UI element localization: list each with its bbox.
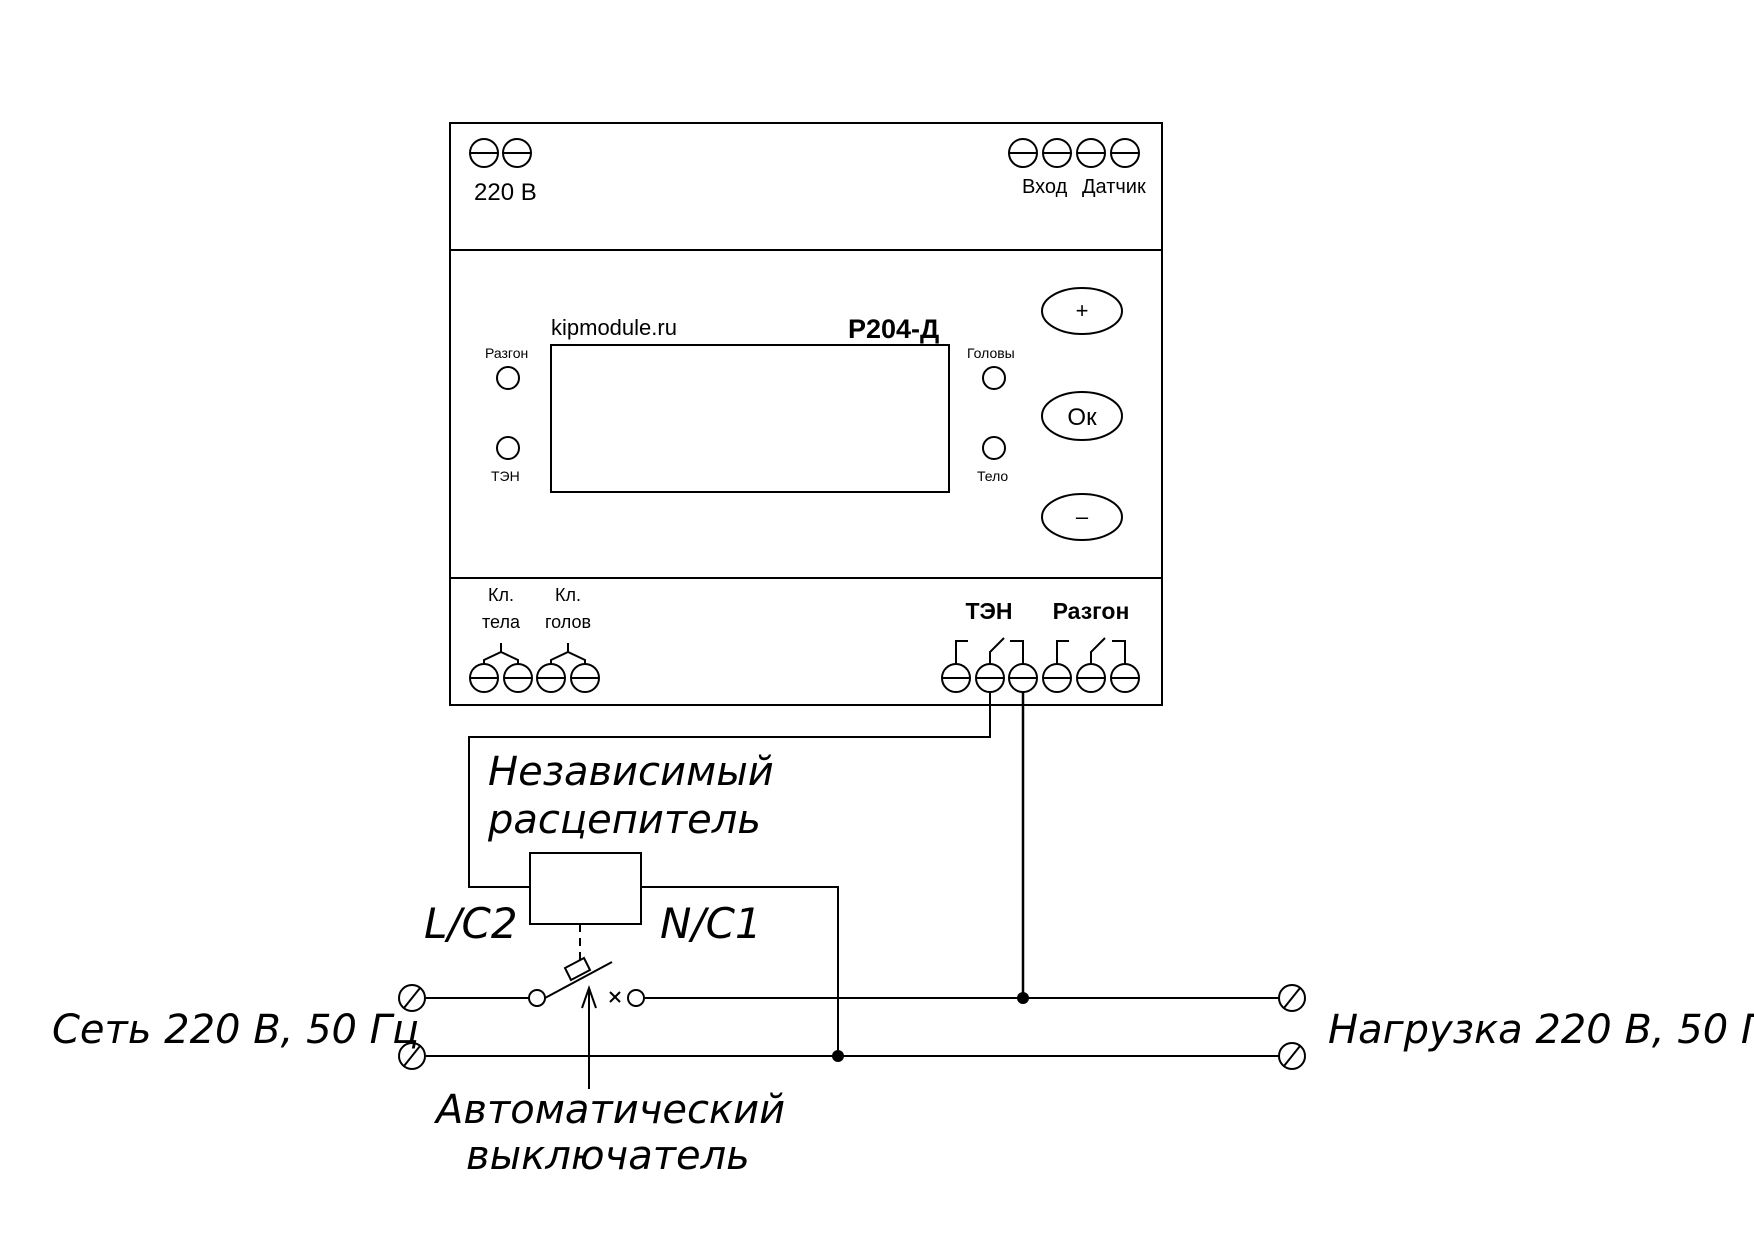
led-label-razgon: Разгон: [485, 345, 528, 361]
contact-blade: [989, 637, 1005, 667]
terminal-slash: [403, 987, 421, 1009]
network-label: Сеть 220 В, 50 Гц: [52, 1007, 419, 1053]
golovy-led-icon: [982, 366, 1006, 390]
valve-body-label-1: Кл.: [488, 585, 514, 605]
valve-heads-label-1: Кл.: [555, 585, 581, 605]
trip-label-1: Независимый: [488, 749, 774, 795]
breaker-contact-icon: [627, 989, 645, 1007]
device-housing: [449, 122, 1163, 706]
valve-body-label-2: тела: [482, 612, 521, 632]
junction-dot: [1017, 992, 1029, 1004]
trip-label-2: расцепитель: [487, 797, 761, 843]
ten-led-icon: [496, 436, 520, 460]
ok-button-label: Ок: [1067, 404, 1097, 431]
front-panel: kipmodule.ru Р204-Д Разгон ТЭН Головы Те…: [485, 287, 1123, 541]
valve-terminals: Кл. тела Кл. голов: [469, 585, 600, 693]
lc2-label: L/C2: [424, 899, 518, 948]
led-label-golovy: Головы: [967, 345, 1015, 361]
minus-button-label: –: [1076, 504, 1089, 529]
breaker-latch: [563, 956, 592, 982]
razgon-led-icon: [496, 366, 520, 390]
ten-relay-label: ТЭН: [965, 598, 1012, 624]
bracket-body: [483, 650, 519, 667]
minus-button[interactable]: –: [1041, 493, 1123, 541]
sensor-label: Датчик: [1082, 176, 1146, 198]
trip-coil-wire-right: [641, 886, 839, 1056]
sensor-terminals: Вход Датчик: [1008, 138, 1146, 198]
telo-led-icon: [982, 436, 1006, 460]
terminal-slash: [1283, 1045, 1301, 1067]
breaker-blade: [544, 961, 613, 999]
shunt-trip-coil: [529, 852, 642, 925]
relay-terminals: ТЭН Разгон: [941, 598, 1140, 693]
contact-nc-lead: [955, 640, 968, 667]
plus-button-label: +: [1076, 298, 1089, 323]
display-screen: [550, 344, 950, 493]
trip-coil-wire-left: [468, 692, 991, 888]
contact-x-mark: [609, 991, 621, 1003]
site-label: kipmodule.ru: [551, 315, 677, 340]
wiring: [398, 692, 1306, 1089]
terminal-slash: [1283, 987, 1301, 1009]
ok-button-shape[interactable]: [1041, 391, 1123, 441]
breaker-contact-icon: [528, 989, 546, 1007]
led-label-telo: Тело: [977, 468, 1008, 484]
contact-no-lead: [1010, 640, 1024, 667]
circuit-labels: Независимый расцепитель L/C2 N/C1 Сеть 2…: [52, 749, 1754, 1179]
breaker-pointer-head: [581, 984, 597, 1009]
razgon-relay-label: Разгон: [1053, 598, 1130, 624]
load-label: Нагрузка 220 В, 50 Гц: [1328, 1007, 1754, 1053]
power-label: 220 В: [474, 179, 537, 206]
breaker-label-2: выключатель: [466, 1133, 750, 1179]
led-label-ten: ТЭН: [491, 468, 520, 484]
junction-dot: [832, 1050, 844, 1062]
contact-no-lead: [1112, 640, 1126, 667]
valve-heads-label-2: голов: [545, 612, 591, 632]
bracket-heads: [550, 650, 586, 667]
ok-button[interactable]: Ок: [1041, 391, 1123, 441]
nc1-label: N/C1: [660, 899, 762, 948]
plus-button-shape[interactable]: [1041, 287, 1123, 335]
device-outline: [449, 122, 1163, 706]
power-terminals: 220 В: [469, 138, 537, 206]
minus-button-shape[interactable]: [1041, 493, 1123, 541]
breaker-label-1: Автоматический: [433, 1087, 785, 1133]
contact-nc-lead: [1056, 640, 1069, 667]
plus-button[interactable]: +: [1041, 287, 1123, 335]
model-label: Р204-Д: [848, 314, 939, 344]
contact-blade: [1090, 637, 1106, 667]
terminal-slash: [403, 1045, 421, 1067]
input-label: Вход: [1022, 176, 1068, 198]
